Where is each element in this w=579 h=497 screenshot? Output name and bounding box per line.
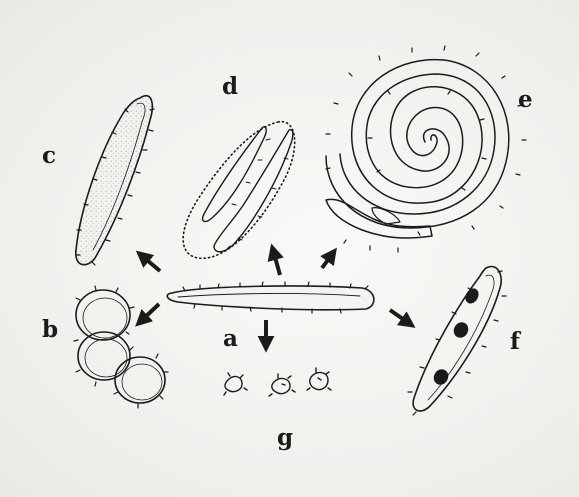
- label-c: c: [42, 144, 56, 167]
- cell-c: [76, 96, 154, 265]
- cell-f-inclusions: [431, 286, 481, 387]
- cell-e: [326, 46, 526, 252]
- label-a: a: [223, 327, 238, 350]
- label-g: g: [277, 426, 293, 449]
- cell-b: [74, 286, 168, 408]
- cell-f: [408, 267, 506, 415]
- label-d: d: [222, 75, 238, 98]
- label-f: f: [510, 330, 520, 353]
- cell-g: [224, 368, 331, 396]
- label-e: e: [518, 88, 533, 111]
- cell-a: [167, 286, 374, 310]
- label-b: b: [42, 318, 58, 341]
